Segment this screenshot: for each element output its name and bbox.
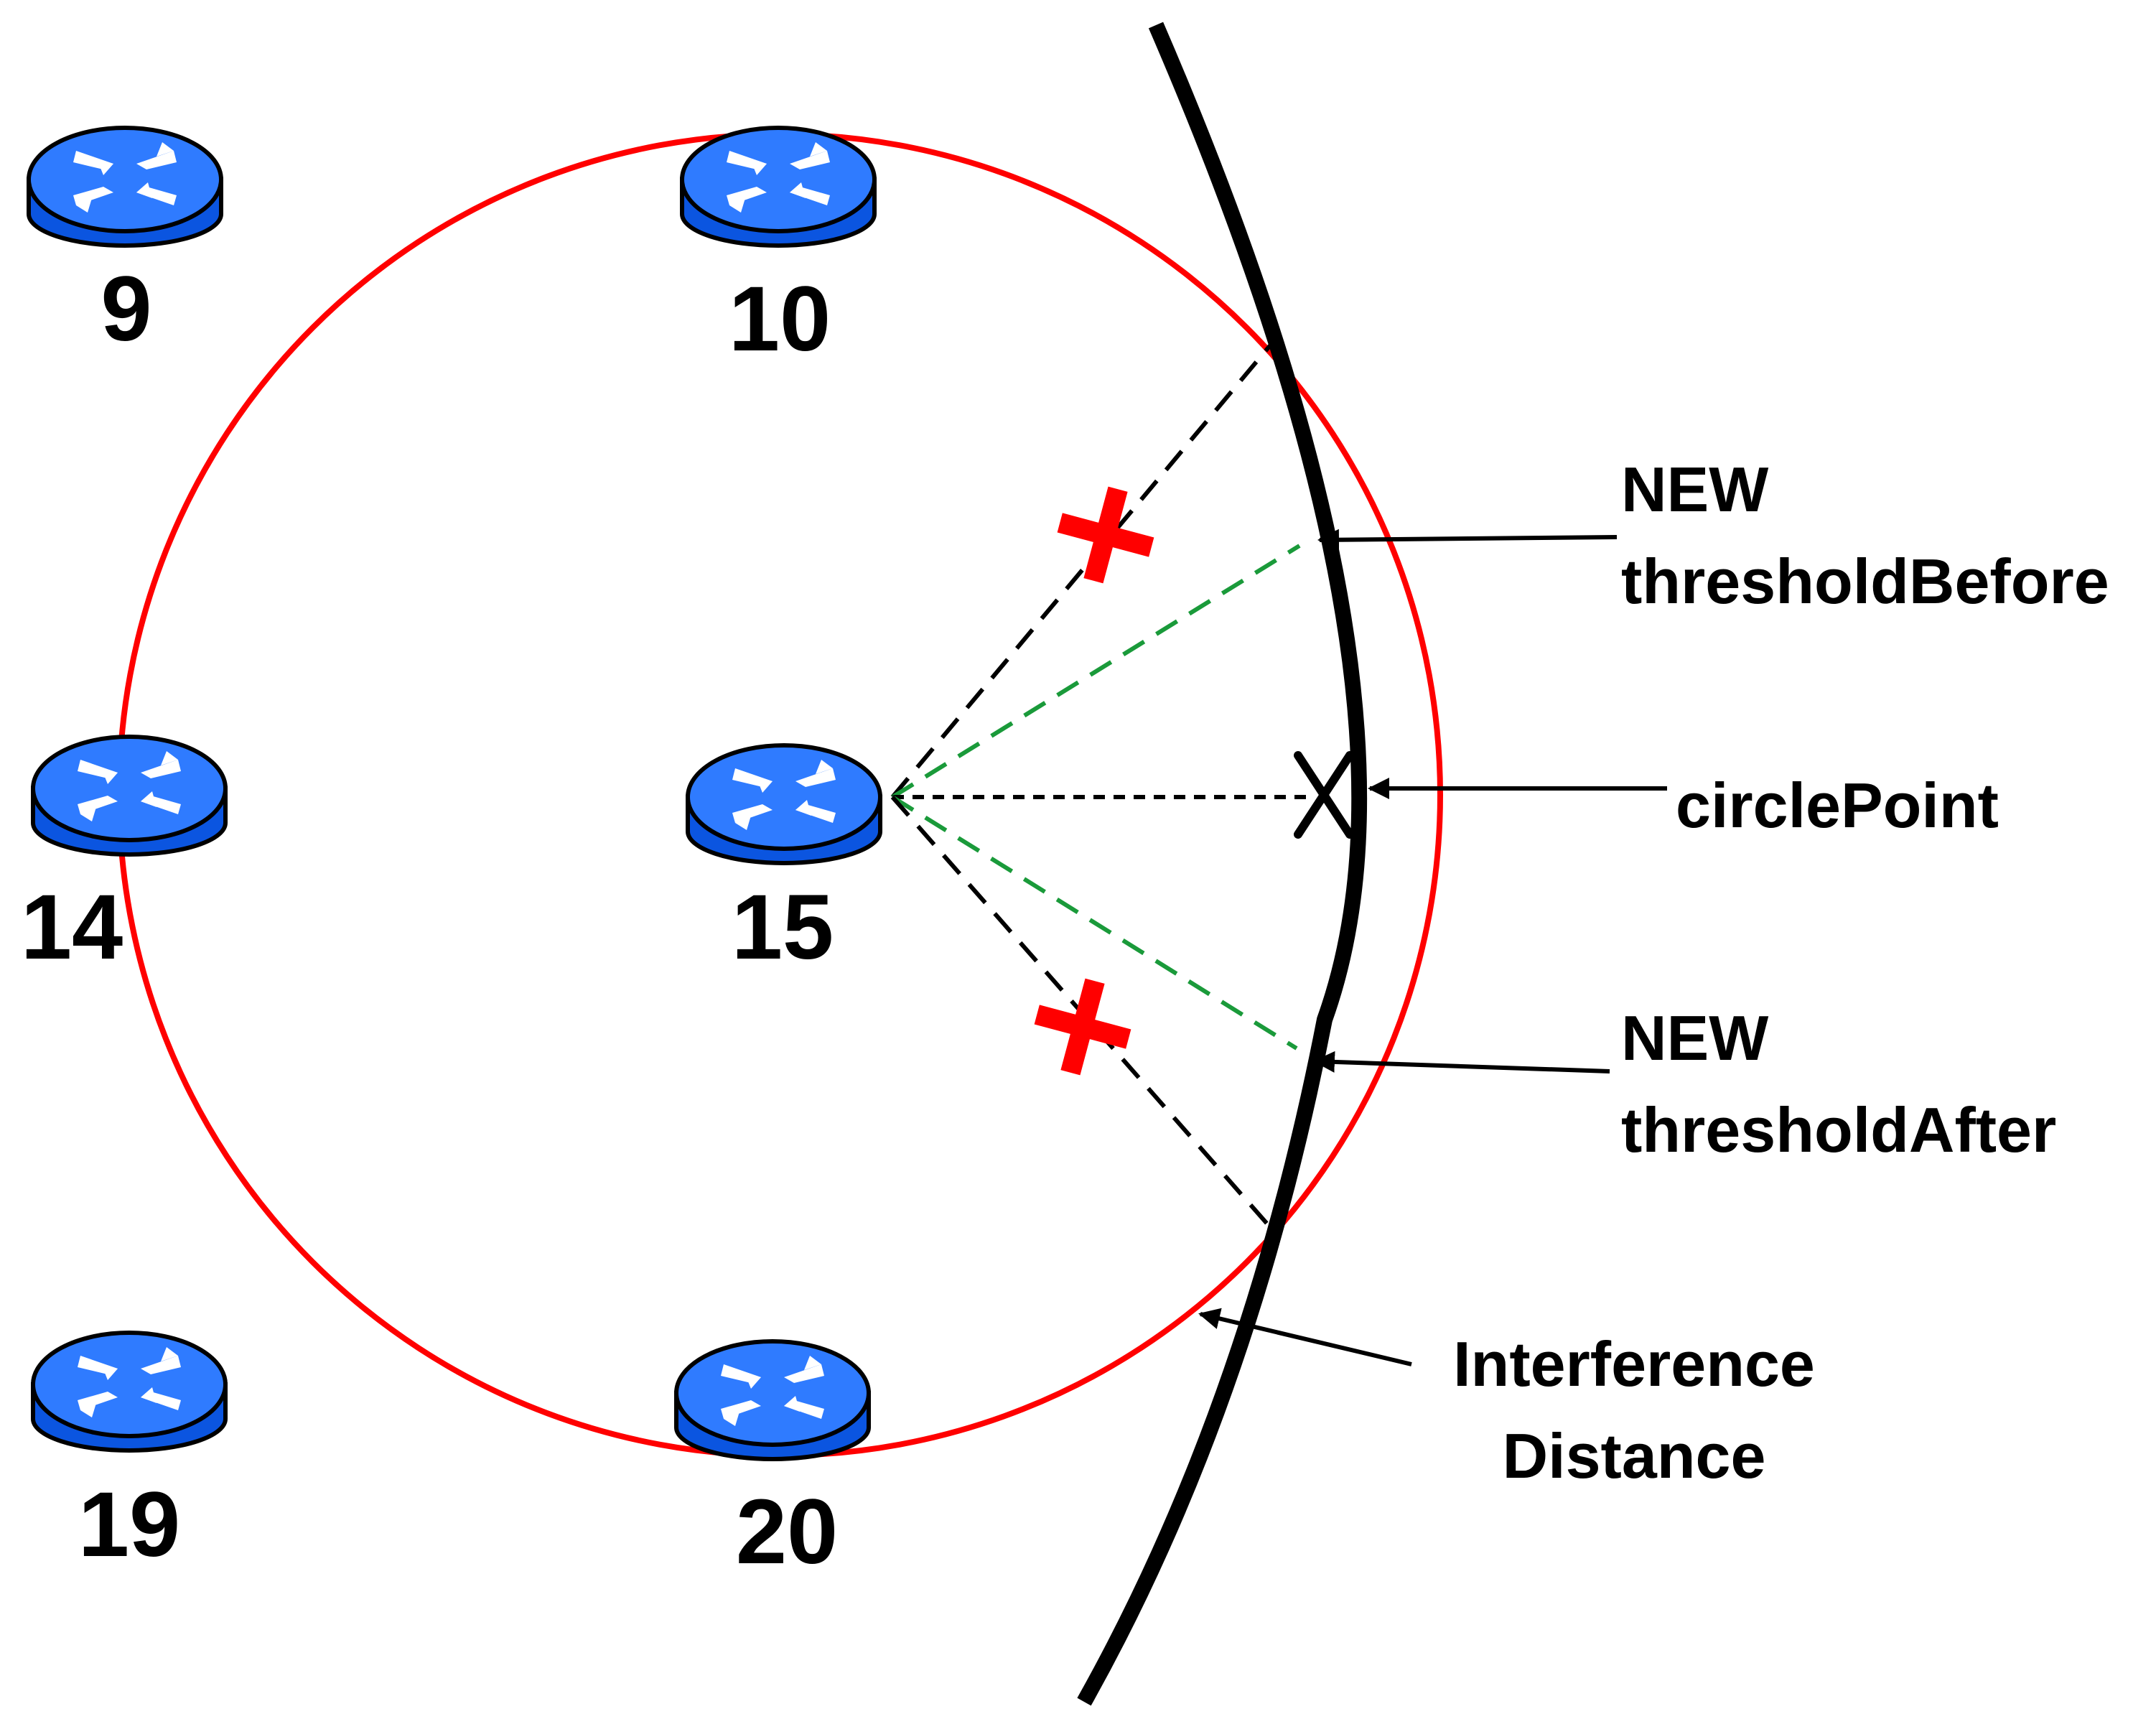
threshold-after-label-line2: thresholdAfter bbox=[1621, 1094, 2056, 1165]
threshold-before-label-line1: NEW bbox=[1621, 454, 1768, 525]
router-icon-19 bbox=[33, 1333, 225, 1450]
router-icon-9 bbox=[29, 128, 221, 246]
threshold-before-arrow bbox=[1317, 528, 1618, 551]
threshold-before-label-line2: thresholdBefore bbox=[1621, 546, 2109, 617]
node-label-20: 20 bbox=[736, 1481, 838, 1583]
interference-boundary-arc bbox=[1077, 22, 1368, 1706]
threshold-after-arrow bbox=[1313, 1051, 1610, 1073]
node-label-19: 19 bbox=[78, 1473, 180, 1576]
node-label-14: 14 bbox=[21, 876, 123, 979]
router-icon-14 bbox=[33, 737, 225, 854]
accepted-ray-upper bbox=[891, 544, 1301, 799]
node-label-10: 10 bbox=[729, 268, 831, 371]
reject-mark-upper bbox=[1057, 486, 1154, 584]
ray-lines bbox=[890, 343, 1314, 1229]
router-icon-15 bbox=[688, 745, 880, 863]
threshold-after-label-line1: NEW bbox=[1621, 1002, 1768, 1073]
router-icon-10 bbox=[682, 128, 874, 246]
circle-point-x-mark bbox=[1294, 751, 1354, 839]
accepted-ray-lower bbox=[891, 795, 1298, 1051]
reject-mark-lower bbox=[1034, 978, 1131, 1076]
node-label-15: 15 bbox=[732, 876, 834, 979]
interference-label-line2: Distance bbox=[1503, 1420, 1766, 1491]
node-label-9: 9 bbox=[101, 258, 151, 360]
rejected-ray-upper bbox=[890, 343, 1273, 798]
interference-label-line1: Interference bbox=[1453, 1328, 1815, 1399]
router-icon-20 bbox=[676, 1341, 869, 1459]
interference-arrow bbox=[1198, 1308, 1412, 1366]
circle-point-label: circlePoint bbox=[1676, 770, 1999, 841]
